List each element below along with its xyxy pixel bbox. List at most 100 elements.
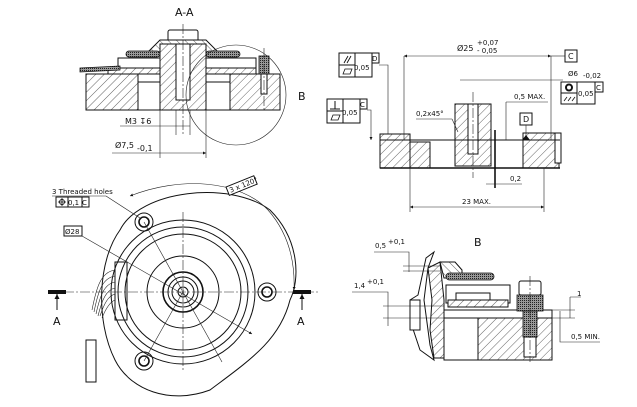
hole-boss bbox=[134, 351, 154, 371]
disk-right bbox=[205, 50, 241, 58]
chamfer-leader bbox=[451, 118, 459, 133]
section-a-a-title: A-A bbox=[175, 6, 194, 19]
housing-outline bbox=[101, 192, 297, 397]
chamfer-label: 0,2x45° bbox=[416, 110, 444, 118]
concentricity-icon bbox=[565, 83, 573, 92]
leader bbox=[105, 195, 141, 219]
fcf-cell bbox=[371, 52, 380, 64]
dim-leader bbox=[559, 311, 600, 343]
hub-top bbox=[146, 39, 220, 53]
section-a-right: A bbox=[297, 315, 305, 328]
fcf-par-value: 0,05 bbox=[354, 64, 370, 72]
fcf-perpendicularity: 0,05 C bbox=[326, 98, 373, 140]
dim-leader bbox=[374, 251, 410, 272]
dim-right-value: 1 bbox=[577, 290, 581, 298]
hole-centerline bbox=[143, 289, 185, 362]
dia-6-tol: -0,02 bbox=[583, 72, 601, 80]
datum-c-label: C bbox=[568, 52, 574, 61]
fcf-pos-datum: C bbox=[82, 199, 87, 207]
thread-label: M3 ↧6 bbox=[125, 117, 151, 126]
detail-b-circle bbox=[185, 44, 287, 146]
max-gap-label: 0,5 MAX. bbox=[514, 93, 545, 101]
pin bbox=[554, 132, 562, 164]
shaft-view: Ø25 +0,07 - 0,05 C Ø6 -0,02 0,05 C 0,0 bbox=[326, 39, 604, 212]
dim-leader bbox=[569, 296, 581, 318]
fcf-position: 0,1 C bbox=[55, 196, 90, 208]
fcf-parallelism: 0,05 D bbox=[338, 52, 389, 134]
fcf-concentricity: 0,05 C bbox=[560, 81, 604, 105]
slot bbox=[409, 299, 421, 331]
datum-c-box bbox=[564, 49, 578, 63]
datum-d-triangle bbox=[522, 135, 530, 140]
detail-b: B 0,5 +0,1 1,4 +0,1 bbox=[352, 236, 600, 362]
flange-left bbox=[379, 133, 411, 169]
front-view: A A 3 Threaded holes 0,1 C Ø28 3 x 120° bbox=[48, 175, 318, 397]
section-a-a: A-A B M3 ↧6 Ø bbox=[79, 6, 306, 158]
fcf-conc-value: 0,05 bbox=[578, 90, 594, 98]
housing-right bbox=[205, 57, 257, 69]
dia-28-box bbox=[63, 225, 83, 237]
base-plate-left bbox=[85, 73, 139, 111]
fcf-conc-datum: C bbox=[596, 84, 601, 92]
housing-wall bbox=[427, 261, 445, 359]
section-cut-left bbox=[48, 290, 66, 294]
fcf-perp-datum: C bbox=[360, 101, 365, 109]
dim-min-label: 0,5 MIN. bbox=[571, 333, 600, 341]
dia-6-label: Ø6 bbox=[568, 70, 579, 78]
base-plate-right bbox=[229, 73, 281, 111]
angle-arc bbox=[129, 183, 296, 291]
dia-28-leader bbox=[81, 235, 253, 335]
dia-25-tol-upper: +0,07 bbox=[477, 39, 498, 47]
gap-label: 0,2 bbox=[510, 175, 521, 183]
hole bbox=[138, 355, 150, 367]
dim-mid-value: 1,4 bbox=[354, 282, 366, 290]
threaded-hole-3 bbox=[134, 351, 154, 371]
dia-75-tol: -0,1 bbox=[137, 144, 153, 153]
dim-leader bbox=[352, 291, 389, 326]
dia-25-tol-lower: - 0,05 bbox=[477, 47, 497, 55]
fcf-leader bbox=[367, 109, 373, 140]
outer-shell bbox=[409, 250, 436, 362]
detail-b-title: B bbox=[474, 236, 482, 249]
flatness-icon bbox=[330, 114, 341, 121]
pcb-right bbox=[205, 67, 257, 75]
fcf-cell bbox=[594, 81, 604, 93]
magnet-disk bbox=[445, 272, 495, 281]
fcf-leader bbox=[379, 64, 389, 134]
fcf-cell bbox=[576, 81, 596, 105]
fcf-cell bbox=[354, 52, 373, 78]
angle-box bbox=[225, 175, 258, 196]
dim-mid-tol: +0,1 bbox=[367, 278, 384, 286]
dia-75-label: Ø7,5 bbox=[115, 140, 134, 150]
base-cavity bbox=[443, 317, 479, 361]
dim-top-value: 0,5 bbox=[375, 242, 386, 250]
flatness-icon bbox=[342, 68, 353, 75]
chip bbox=[455, 292, 491, 301]
parallelism-icon bbox=[343, 55, 352, 64]
datum-d-label: D bbox=[523, 115, 529, 124]
perpendicularity-icon bbox=[330, 101, 340, 110]
dia-25-label: Ø25 bbox=[457, 43, 473, 53]
fcf-par-datum: D bbox=[372, 55, 377, 63]
cable-sheath bbox=[85, 339, 97, 383]
position-icon-cross bbox=[58, 198, 66, 206]
fcf-cell bbox=[81, 196, 90, 208]
cable-wires bbox=[91, 269, 116, 319]
disk-left bbox=[125, 50, 161, 58]
cable bbox=[79, 65, 121, 73]
housing-left bbox=[117, 57, 161, 69]
threaded-holes-label: 3 Threaded holes bbox=[52, 188, 113, 196]
runout-icon bbox=[563, 96, 576, 102]
fcf-cell bbox=[359, 98, 368, 110]
pcb bbox=[447, 299, 509, 308]
fcf-perp-value: 0,05 bbox=[342, 109, 358, 117]
fcf-pos-value: 0,1 bbox=[68, 199, 79, 207]
section-cut-right bbox=[293, 290, 311, 294]
dim-top-tol: +0,1 bbox=[388, 238, 405, 246]
max-length-label: 23 MAX. bbox=[462, 198, 491, 206]
detail-b-ref: B bbox=[298, 90, 306, 103]
base-block bbox=[477, 317, 553, 361]
fcf-cell bbox=[342, 98, 361, 124]
connector bbox=[114, 261, 128, 321]
